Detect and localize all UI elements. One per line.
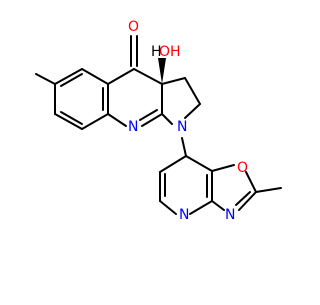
- molecule-structure-diagram: O OH H N N N N O: [35, 19, 282, 223]
- atom-label-quinoline-nitrogen: N: [128, 119, 138, 135]
- bond-methyl-ring: [35, 73, 56, 85]
- atom-label-layer: O OH H N N N N O: [128, 19, 248, 223]
- atom-label-hydroxyl: OH: [159, 44, 181, 60]
- bond-ring-c9a-n-inner: [139, 109, 158, 121]
- atom-label-oxazole-oxygen: O: [237, 160, 248, 176]
- bond-benzene-2: [81, 68, 109, 85]
- bond-oxazole-3: [238, 191, 257, 211]
- bond-benzene-1-inner: [60, 73, 83, 87]
- bond-benzene-1: [54, 68, 83, 85]
- bond-pyrrolidine-2: [184, 77, 201, 105]
- atom-label-pyrrolidine-nitrogen: N: [177, 119, 187, 135]
- bond-pyrrolidine-3: [184, 103, 201, 119]
- molecule-svg: O OH H N N N N O: [35, 19, 282, 223]
- bond-ring-c4-c3a: [133, 68, 163, 85]
- atom-label-stereo-hydrogen: H: [151, 44, 162, 60]
- bond-pyridine-3: [189, 200, 213, 215]
- bond-oxazole-4: [211, 200, 225, 211]
- atom-label-pyridine-nitrogen: N: [179, 207, 189, 223]
- bond-n-aryl: [181, 137, 187, 157]
- atom-label-carbonyl-oxygen: O: [128, 19, 139, 35]
- bond-benzene-5-inner: [60, 111, 83, 125]
- bond-oxazole-2: [245, 171, 257, 193]
- bond-oxazole-methyl: [255, 187, 282, 193]
- bond-layer: [35, 35, 282, 215]
- bond-ring-c9a-n: [141, 113, 163, 127]
- bond-pyridine-1: [185, 155, 213, 172]
- bond-ring-c4-c4a: [107, 68, 135, 85]
- atom-label-oxazole-nitrogen: N: [225, 207, 235, 223]
- bond-benzene-5: [54, 113, 83, 130]
- bond-oxazole-3-inner: [235, 191, 251, 206]
- bond-wedge-oh: [158, 58, 166, 84]
- bond-pyridine-4: [159, 200, 177, 215]
- bond-pyrrolidine-4: [161, 113, 173, 125]
- bond-benzene-4: [81, 113, 109, 130]
- bond-ring-n-c8a: [107, 113, 127, 127]
- bond-pyridine-6: [159, 155, 187, 173]
- bond-pyrrolidine-1: [161, 77, 186, 85]
- bond-oxazole-1: [211, 164, 235, 172]
